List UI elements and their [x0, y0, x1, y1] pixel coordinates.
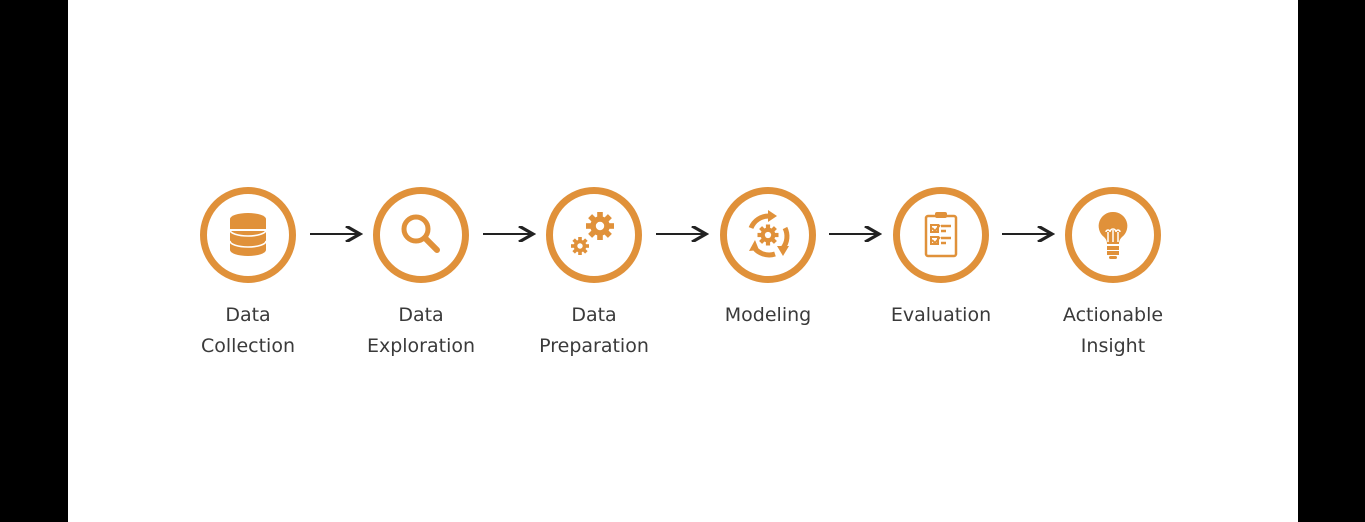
label-line: Preparation	[539, 335, 649, 357]
magnifier-icon	[401, 214, 440, 253]
label-line: Data	[571, 304, 617, 326]
step-data-collection: Data Collection	[163, 187, 333, 362]
step-label: Modeling	[683, 300, 853, 331]
step-circle	[200, 187, 296, 283]
label-line: Insight	[1080, 335, 1146, 357]
step-data-preparation: Data Preparation	[509, 187, 679, 362]
step-label: Data Preparation	[509, 300, 679, 362]
database-icon	[229, 213, 267, 256]
step-actionable-insight: Actionable Insight	[1028, 187, 1198, 362]
lightbulb-icon	[1098, 211, 1128, 259]
arrow-icon	[483, 226, 536, 242]
label-line: Evaluation	[890, 304, 992, 326]
step-label: Data Exploration	[336, 300, 506, 362]
arrow-icon	[1002, 226, 1055, 242]
gears-icon	[571, 212, 614, 255]
step-circle	[373, 187, 469, 283]
step-label: Actionable Insight	[1028, 300, 1198, 362]
clipboard-checklist-icon	[924, 212, 958, 258]
arrow-icon	[656, 226, 709, 242]
step-circle	[1065, 187, 1161, 283]
label-line: Data	[225, 304, 271, 326]
step-circle	[720, 187, 816, 283]
step-circle	[893, 187, 989, 283]
step-circle	[546, 187, 642, 283]
arrow-icon	[829, 226, 882, 242]
arrow-icon	[310, 226, 363, 242]
label-line: Exploration	[366, 335, 476, 357]
step-label: Data Collection	[163, 300, 333, 362]
label-line: Modeling	[724, 304, 812, 326]
label-line: Collection	[201, 335, 295, 357]
step-modeling: Modeling	[683, 187, 853, 331]
step-label: Evaluation	[856, 300, 1026, 331]
cycle-gear-icon	[748, 210, 790, 258]
label-line: Actionable	[1062, 304, 1164, 326]
label-line: Data	[398, 304, 444, 326]
step-evaluation: Evaluation	[856, 187, 1026, 331]
step-data-exploration: Data Exploration	[336, 187, 506, 362]
